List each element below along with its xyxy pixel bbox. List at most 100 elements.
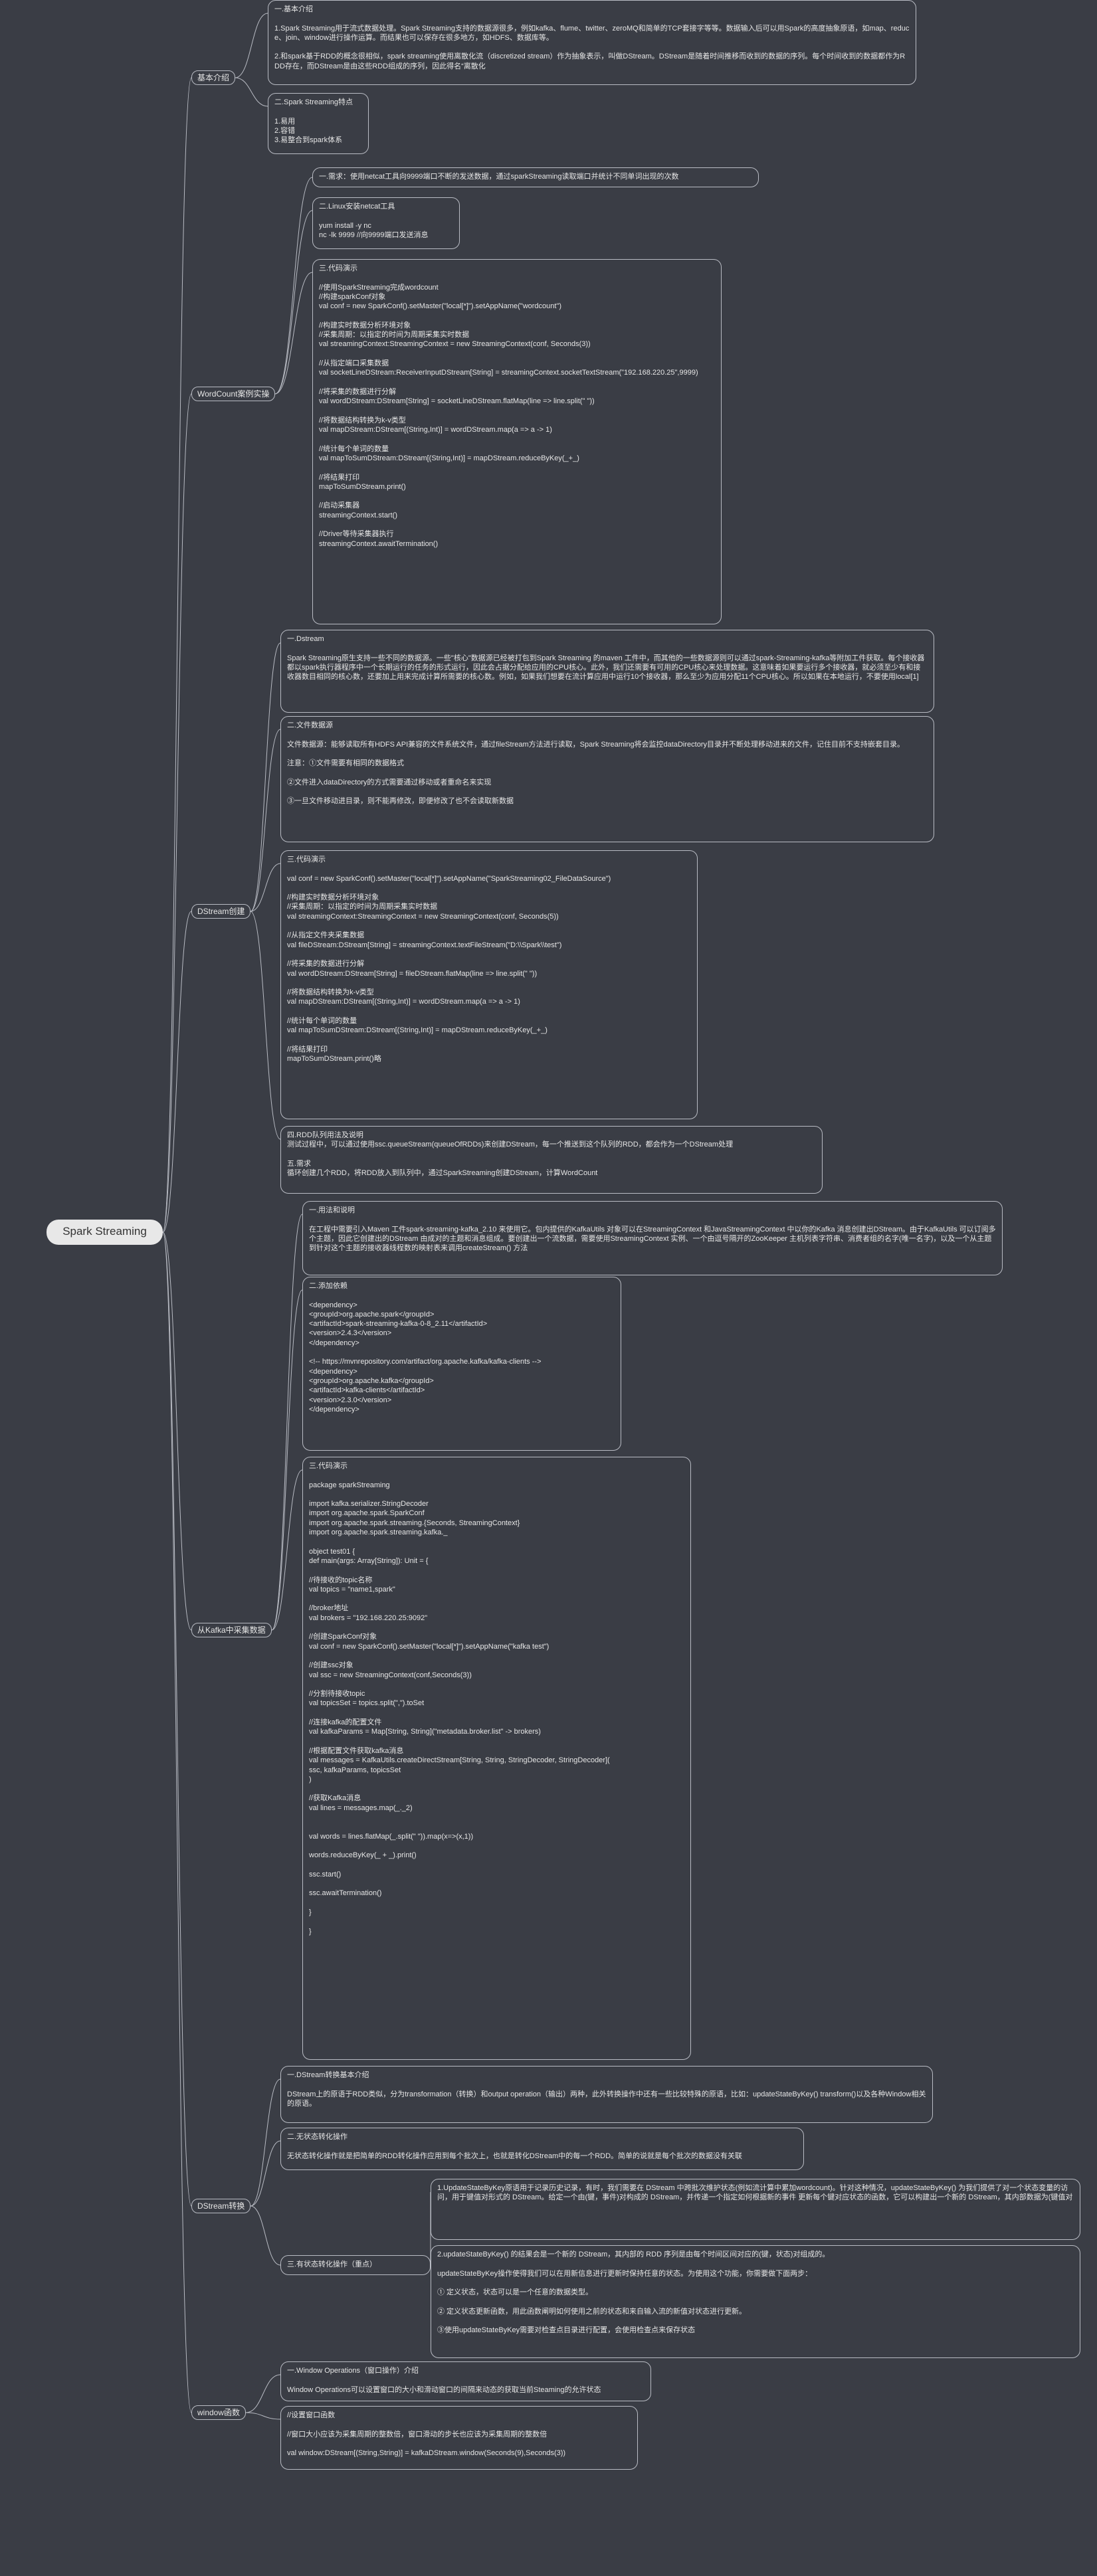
note-body: Spark Streaming原生支持一些不同的数据源。一些"核心"数据源已经被… (287, 644, 928, 682)
note-line: 2.updateStateByKey() 的结果会是一个新的 DStream，其… (437, 2251, 830, 2258)
note-line: ③一旦文件移动进目录，则不能再修改，即便修改了也不会读取新数据 (287, 797, 514, 806)
note-line: def main(args: Array[String]): Unit = { (309, 1556, 429, 1565)
connector-note-kafka-usage (271, 1214, 303, 1631)
note-line (309, 1822, 684, 1831)
note-line (287, 864, 691, 874)
connector-note-transform-intro (250, 2078, 281, 2207)
note-line: //从指定端口采集数据 (319, 359, 389, 367)
note-line: mapToSumDStream.print()略 (287, 1055, 381, 1063)
note-line (319, 349, 715, 359)
note-line (274, 107, 362, 116)
note-line: //分割待接收topic (309, 1690, 365, 1699)
note-line: streamingContext.start() (319, 511, 397, 519)
note-line (287, 1007, 691, 1016)
note-line: val mapToSumDStream:DStream[(String,Int)… (319, 454, 579, 462)
note-line: val ssc = new StreamingContext(conf,Seco… (309, 1671, 472, 1679)
note-line: </dependency> (309, 1405, 359, 1414)
note-line (319, 378, 715, 387)
note-line: 注意：①文件需要有相同的数据格式 (287, 759, 404, 768)
note-line (319, 520, 715, 529)
note-line: //将数据结构转换为k-v类型 (319, 416, 406, 424)
note-line: //broker地址 (309, 1604, 349, 1613)
note-line (319, 406, 715, 415)
note-line (287, 1150, 816, 1159)
branch-dstream-create[interactable]: DStream创建 (191, 904, 251, 919)
branch-intro[interactable]: 基本介绍 (191, 70, 236, 85)
note-line: <!-- https://mvnrepository.com/artifact/… (309, 1358, 542, 1366)
note-line: <version>2.4.3</version> (309, 1329, 392, 1338)
note-line: ② 定义状态更新函数，用此函数阐明如何使用之前的状态和来自输入流的新值对状态进行… (437, 2307, 747, 2316)
note-line: val wordDStream:DStream[String] = socket… (319, 397, 595, 406)
note-line: 循环创建几个RDD，将RDD放入到队列中，通过SparkStreaming创建D… (287, 1169, 598, 1178)
note-line (287, 2080, 926, 2089)
note-line: ssc.start() (309, 1870, 342, 1879)
note-line (309, 1737, 684, 1746)
connector-note-kafka-dependency (271, 1289, 303, 1631)
note-updatestatebykey-1: 1.UpdateStateByKey原语用于记录历史记录，有时，我们需要在 DS… (431, 2179, 1080, 2240)
note-rdd-queue: 四.RDD队列用法及说明 测试过程中，可以通过使用ssc.queueStream… (280, 1126, 823, 1194)
note-title: 二.Spark Streaming特点 (274, 98, 353, 106)
note-line (437, 2297, 1074, 2306)
note-line: //统计每个单词的数量 (287, 1017, 357, 1026)
note-line: val window:DStream[(String,String)] = ka… (287, 2449, 566, 2458)
connector-root-branch-intro (162, 77, 192, 1233)
note-line: //连接kafka的配置文件 (309, 1718, 382, 1727)
note-title: 三.代码演示 (319, 264, 358, 272)
note-line: ③使用updateStateByKey需要对检查点目录进行配置，会使用检查点来保… (437, 2326, 696, 2335)
note-line: 2.容错 (274, 126, 296, 135)
branch-window[interactable]: window函数 (191, 2405, 247, 2420)
note-title: 四.RDD队列用法及说明 (287, 1131, 363, 1139)
note-line: 2.和spark基于RDD的概念很相似，spark streaming使用离散化… (274, 52, 906, 70)
note-line (309, 1623, 684, 1632)
note-line: ssc.awaitTermination() (309, 1889, 382, 1898)
note-line: } (309, 1908, 312, 1916)
note-title: 一.Dstream (287, 635, 324, 643)
root-node[interactable]: Spark Streaming (47, 1220, 163, 1245)
note-line (287, 950, 691, 959)
branch-kafka[interactable]: 从Kafka中采集数据 (191, 1623, 272, 1637)
note-line: val kafkaParams = Map[String, String]("m… (309, 1728, 541, 1736)
note-line (309, 1291, 615, 1300)
note-line: val messages = KafkaUtils.createDirectSt… (309, 1756, 610, 1765)
note-line: val topics = "name1,spark" (309, 1585, 395, 1594)
note-title: 二.添加依赖 (309, 1282, 348, 1290)
note-line (287, 730, 928, 739)
note-intro-basic: 一.基本介绍 1.Spark Streaming用于流式数据处理。Spark S… (268, 0, 916, 85)
connector-root-branch-dstream-create (162, 911, 192, 1233)
note-line (309, 1813, 684, 1822)
note-line (287, 2439, 631, 2448)
note-line: val wordDStream:DStream[String] = fileDS… (287, 969, 538, 978)
note-line: val topicsSet = topics.split(",").toSet (309, 1699, 425, 1708)
note-line: //Driver等待采集器执行 (319, 530, 394, 539)
note-line (309, 1917, 684, 1926)
note-line: 1.易用 (274, 117, 296, 126)
note-title: 三.有状态转化操作（重点） (287, 2260, 377, 2268)
branch-wordcount[interactable]: WordCount案例实操 (191, 387, 276, 401)
note-body: 2.updateStateByKey() 的结果会是一个新的 DStream，其… (437, 2250, 1074, 2336)
note-body: 文件数据源：能够读取所有HDFS API兼容的文件系统文件，通过fileStre… (287, 730, 928, 806)
note-line: 在工程中需要引入Maven 工件spark-streaming-kafka_2.… (309, 1225, 996, 1253)
note-line: Window Operations可以设置窗口的大小和滑动窗口的间隔来动态的获取… (287, 2385, 601, 2394)
note-line: val fileDStream:DStream[String] = stream… (287, 941, 562, 949)
note-line: mapToSumDStream.print() (319, 482, 406, 491)
note-line: val streamingContext:StreamingContext = … (287, 912, 559, 921)
note-line (319, 463, 715, 472)
note-kafka-usage: 一.用法和说明 在工程中需要引入Maven 工件spark-streaming-… (302, 1201, 1003, 1275)
connector-note-wordcount-code (274, 272, 313, 395)
note-title: 三.代码演示 (287, 856, 326, 864)
note-dstream-intro: 一.Dstream Spark Streaming原生支持一些不同的数据源。一些… (280, 630, 934, 713)
note-line: 五.需求 (287, 1159, 312, 1168)
note-body: <dependency><groupId>org.apache.spark</g… (309, 1291, 615, 1414)
note-body: //使用SparkStreaming完成wordcount//构建sparkCo… (319, 273, 715, 549)
note-line: //将采集的数据进行分解 (319, 387, 397, 396)
note-line: //将结果打印 (287, 1045, 328, 1054)
note-line (274, 43, 910, 52)
note-line: } (309, 1927, 312, 1936)
branch-dstream-transform[interactable]: DStream转换 (191, 2199, 251, 2213)
connector-note-window-code (245, 2412, 281, 2420)
note-line (437, 2259, 1074, 2268)
note-line (437, 2316, 1074, 2326)
note-line: updateStateByKey操作使得我们可以在用新信息进行更新时保持任意的状… (437, 2269, 813, 2278)
